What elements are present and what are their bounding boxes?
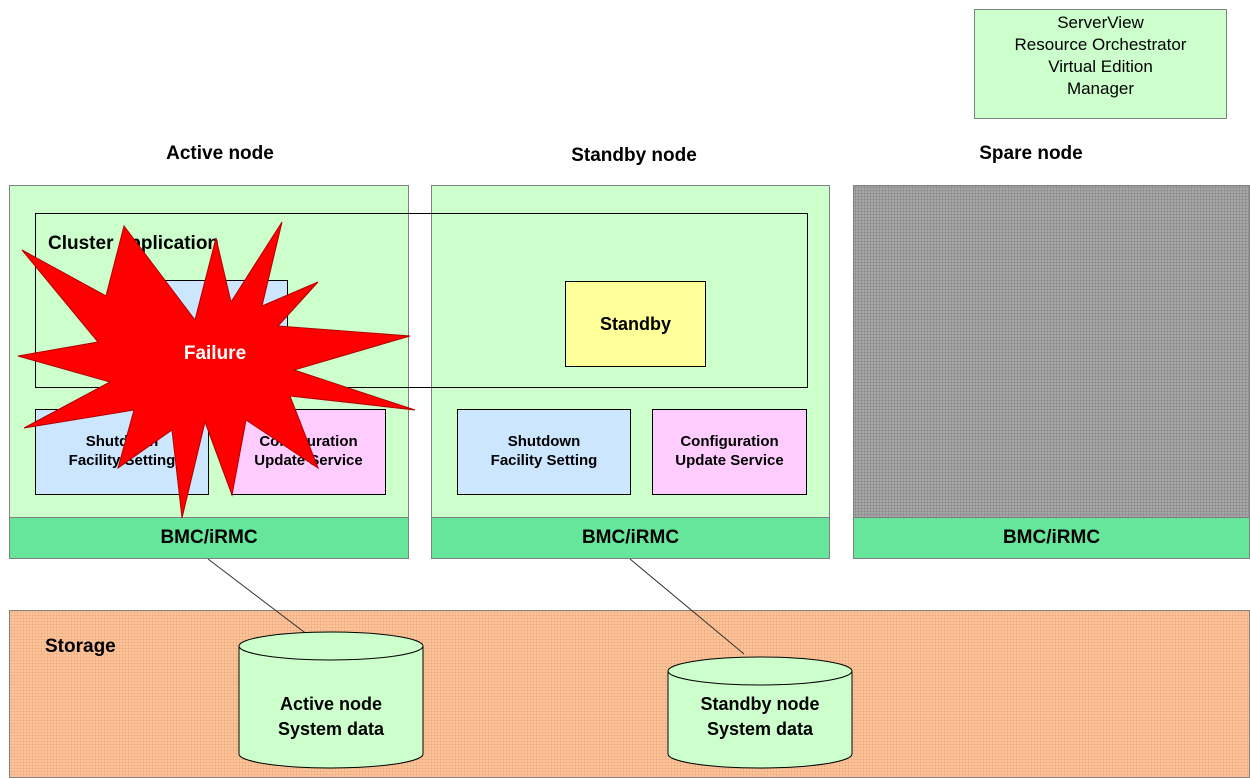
spare-node-title: Spare node: [979, 143, 1083, 164]
active-config-update-box: Configuration Update Service: [231, 409, 386, 495]
shutdown-label-line: Shutdown: [85, 433, 159, 451]
config-label-line: Configuration: [680, 433, 779, 451]
standby-node-title: Standby node: [571, 145, 697, 166]
spare-node: [853, 185, 1250, 518]
active-node-title: Active node: [166, 143, 274, 164]
config-label-line: Configuration: [259, 433, 358, 451]
config-label-line: Update Service: [675, 452, 784, 469]
active-bmc: BMC/iRMC: [9, 517, 409, 559]
disk-label-line: System data: [277, 719, 385, 739]
manager-line: ServerView: [1057, 13, 1144, 32]
manager-line: Manager: [1066, 79, 1135, 98]
manager-line: Virtual Edition: [1048, 57, 1153, 76]
config-label-line: Update Service: [254, 452, 363, 469]
disk-label-line: System data: [706, 719, 814, 739]
shutdown-label-line: Facility Setting: [490, 452, 598, 469]
standby-bmc: BMC/iRMC: [431, 517, 830, 559]
standby-shutdown-facility-box: Shutdown Facility Setting: [457, 409, 631, 495]
standby-disk-label: Standby node System data: [668, 692, 852, 742]
standby-status-box: Standby: [565, 281, 706, 367]
storage-area: [9, 610, 1250, 778]
cluster-application-label: Cluster application: [48, 233, 220, 254]
standby-config-update-box: Configuration Update Service: [652, 409, 807, 495]
failure-label: Failure: [183, 343, 247, 364]
spare-bmc: BMC/iRMC: [853, 517, 1250, 559]
shutdown-label-line: Shutdown: [507, 433, 581, 451]
manager-line: Resource Orchestrator: [1014, 35, 1187, 54]
shutdown-label-line: Facility Setting: [68, 452, 176, 469]
active-disk-label: Active node System data: [239, 692, 423, 742]
disk-label-line: Active node: [279, 694, 383, 714]
storage-label: Storage: [45, 636, 116, 657]
disk-label-line: Standby node: [700, 694, 820, 714]
active-shutdown-facility-box: Shutdown Facility Setting: [35, 409, 209, 495]
manager-box: ServerView Resource Orchestrator Virtual…: [974, 9, 1227, 119]
